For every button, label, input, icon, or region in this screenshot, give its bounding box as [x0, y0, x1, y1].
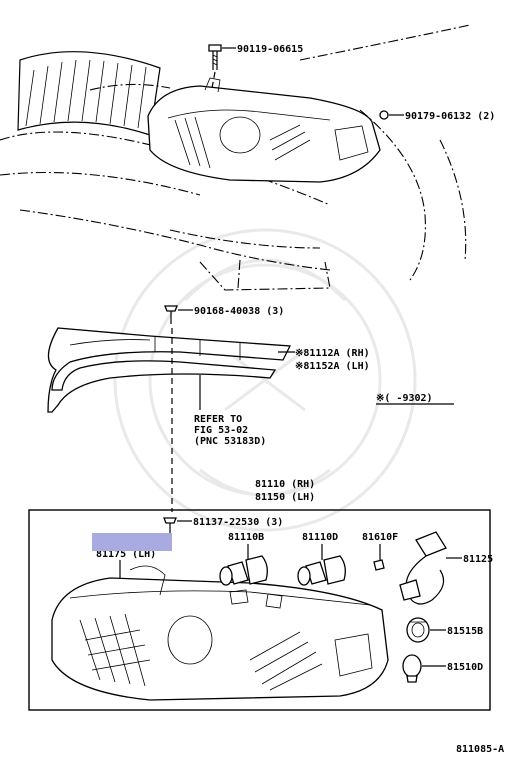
screw-90168: 90168-40038 (3) [164, 305, 284, 324]
callout-screw-box: 81137-22530 (3) [193, 517, 283, 528]
callout-unit-lh: 81175 (LH) [96, 549, 156, 560]
callout-trim-lh: ※81152A (LH) [295, 361, 370, 372]
callout-bolt-top: 90119-06615 [237, 44, 303, 55]
bolt-90119: 90119-06615 [208, 44, 303, 89]
callout-socket-b: 81515B [447, 626, 483, 637]
bulb-81110d: 81110D [297, 532, 346, 586]
callout-clip-right: 90179-06132 (2) [405, 111, 495, 122]
refer-note-line1: REFER TO [194, 414, 242, 425]
socket-81515b: 81515B [406, 617, 483, 643]
callout-assy-rh: 81110 (RH) [255, 479, 315, 490]
socket-81125: 81125 [399, 531, 493, 605]
assembly-frame [28, 509, 491, 711]
headlamp-upper-illustration [147, 77, 381, 183]
callout-bulb-b: 81110B [228, 532, 264, 543]
figure-id: 811085-A [456, 744, 504, 755]
callout-serial-note: ※( -9302) [376, 393, 433, 404]
callout-bulb-f: 81610F [362, 532, 398, 543]
bulb-81510d: 81510D [402, 654, 483, 683]
headlamp-assembly-illustration [51, 565, 389, 701]
grille-illustration [0, 24, 471, 291]
refer-note-line3: (PNC 53183D) [194, 436, 266, 447]
callout-bulb-d: 81110D [302, 532, 338, 543]
callout-screw-mid: 90168-40038 (3) [194, 306, 284, 317]
headlamp-trim-molding: ※81112A (RH) ※81152A (LH) [47, 327, 370, 413]
callout-assy-lh: 81150 (LH) [255, 492, 315, 503]
refer-note-line2: FIG 53-02 [194, 425, 248, 436]
clip-90179: 90179-06132 (2) [379, 110, 495, 122]
highlight-marker [92, 533, 172, 551]
screw-81137: 81137-22530 (3) [163, 517, 283, 533]
callout-bulb-510d: 81510D [447, 662, 483, 673]
callout-socket: 81125 [463, 554, 493, 565]
callout-trim-rh: ※81112A (RH) [295, 348, 370, 359]
bulb-81610f: 81610F [362, 532, 398, 571]
watermark-emblem [113, 228, 417, 532]
bulb-81110b: 81110B [219, 532, 268, 586]
